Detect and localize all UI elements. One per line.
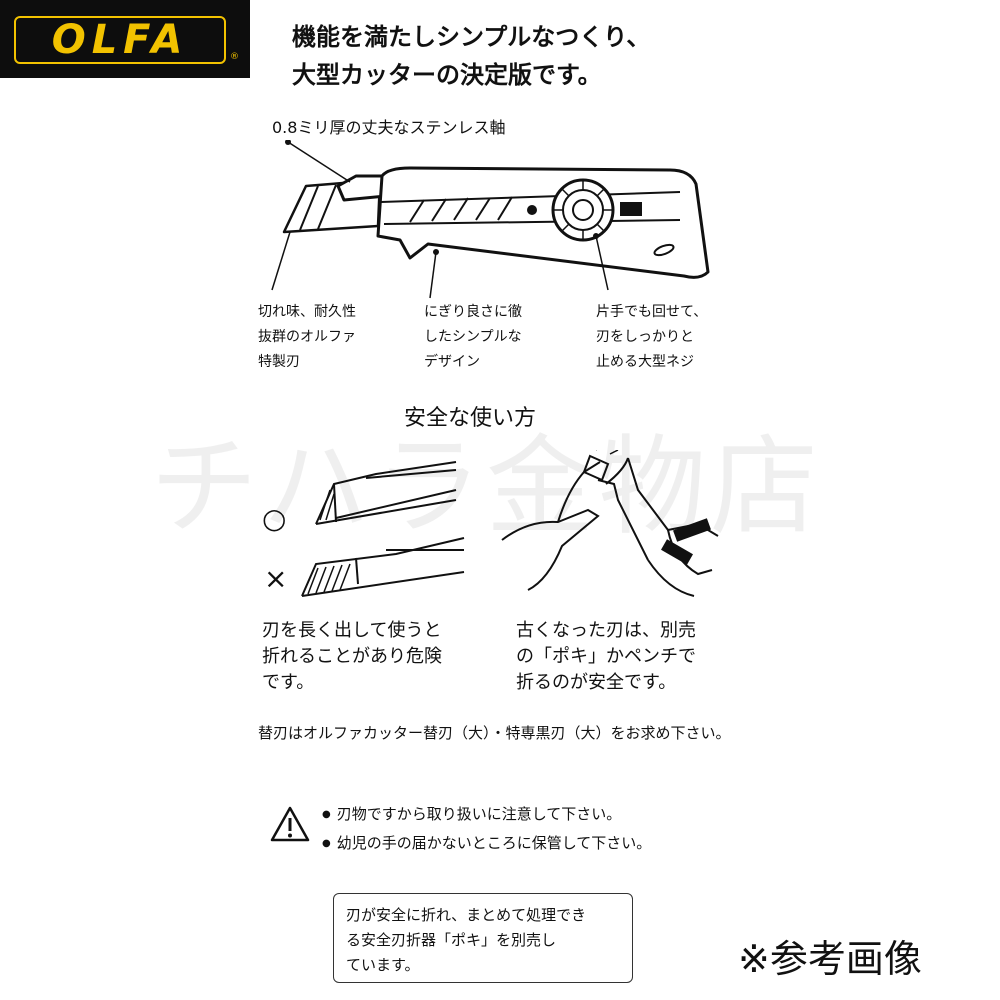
danger-caption: 刃を長く出して使うと 折れることがあり危険 です。 bbox=[262, 618, 442, 696]
reference-image-label: ※参考画像 bbox=[738, 937, 922, 981]
danger-caption-line-2: 折れることがあり危険 bbox=[262, 646, 442, 667]
registered-mark: ® bbox=[230, 52, 239, 62]
safe-caption-line-3: 折るのが安全です。 bbox=[516, 672, 677, 693]
headline-line-1: 機能を満たしシンプルなつくり、 bbox=[292, 23, 651, 51]
headline: 機能を満たしシンプルなつくり、 大型カッターの決定版です。 bbox=[292, 18, 650, 94]
logo-text: OLFA bbox=[51, 17, 189, 63]
warning-list: 刃物ですから取り扱いに注意して下さい。 幼児の手の届かないところに保管して下さい… bbox=[322, 800, 652, 858]
feature-grip-line-1: にぎり良さに徹 bbox=[424, 304, 522, 320]
warning-item: 幼児の手の届かないところに保管して下さい。 bbox=[322, 829, 652, 858]
safe-caption-line-1: 古くなった刃は、別売 bbox=[516, 620, 696, 641]
short-blade-illustration bbox=[315, 461, 457, 525]
danger-caption-line-1: 刃を長く出して使うと bbox=[262, 620, 442, 641]
info-box-line-1: 刃が安全に折れ、まとめて処理でき bbox=[346, 906, 587, 924]
info-box-line-3: ています。 bbox=[346, 956, 420, 974]
danger-caption-line-3: です。 bbox=[262, 672, 315, 693]
feature-blade-line-3: 特製刃 bbox=[258, 354, 300, 370]
warning-triangle-icon bbox=[270, 806, 310, 842]
poki-info-box: 刃が安全に折れ、まとめて処理でき る安全刃折器「ポキ」を別売し ています。 bbox=[333, 893, 633, 983]
feature-grip-line-2: したシンプルな bbox=[424, 329, 522, 345]
cutter-diagram bbox=[271, 140, 710, 299]
cross-ng-icon: × bbox=[264, 562, 288, 595]
warning-item: 刃物ですから取り扱いに注意して下さい。 bbox=[322, 800, 651, 829]
feature-screw-line-3: 止める大型ネジ bbox=[596, 354, 694, 370]
headline-line-2: 大型カッターの決定版です。 bbox=[292, 61, 602, 89]
circle-ok-icon: ○ bbox=[262, 502, 287, 535]
info-box-line-2: る安全刃折器「ポキ」を別売し bbox=[346, 931, 557, 949]
replacement-blade-note: 替刃はオルファカッター替刃（大）・特専黒刃（大）をお求め下さい。 bbox=[258, 724, 731, 742]
feature-grip-line-3: デザイン bbox=[424, 354, 480, 370]
feature-blade: 切れ味、耐久性 抜群のオルファ 特製刃 bbox=[258, 300, 356, 375]
feature-blade-line-1: 切れ味、耐久性 bbox=[258, 304, 356, 320]
feature-screw-line-1: 片手でも回せて、 bbox=[596, 304, 708, 320]
safe-caption-line-2: の「ポキ」かペンチで bbox=[516, 646, 696, 667]
safe-caption: 古くなった刃は、別売 の「ポキ」かペンチで 折るのが安全です。 bbox=[516, 618, 696, 696]
logo-frame: OLFA bbox=[14, 16, 226, 64]
olfa-logo: OLFA ® bbox=[0, 0, 250, 78]
pliers-illustration bbox=[501, 450, 719, 597]
long-blade-illustration bbox=[301, 537, 465, 597]
feature-screw-line-2: 刃をしっかりと bbox=[596, 329, 694, 345]
feature-screw: 片手でも回せて、 刃をしっかりと 止める大型ネジ bbox=[596, 300, 707, 375]
feature-grip: にぎり良さに徹 したシンプルな デザイン bbox=[424, 300, 522, 375]
spec-label: 0.8ミリ厚の丈夫なステンレス軸 bbox=[272, 118, 506, 137]
feature-blade-line-2: 抜群のオルファ bbox=[258, 329, 356, 345]
safety-title: 安全な使い方 bbox=[404, 406, 537, 431]
